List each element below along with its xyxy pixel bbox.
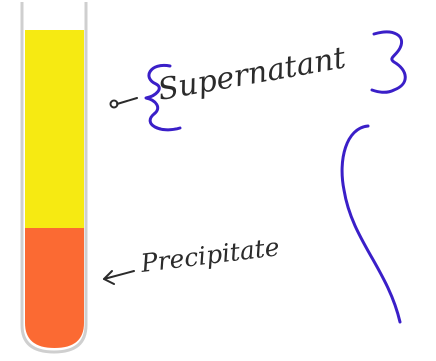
supernatant-pointer: [109, 97, 138, 109]
tube-empty-space: [24, 4, 84, 30]
precipitate-pointer: [103, 270, 135, 285]
precipitate-layer: [25, 228, 84, 348]
blue-right-brace: [370, 30, 407, 94]
precipitate-label: Precipitate: [138, 232, 281, 278]
blue-curve-stroke: [340, 124, 402, 324]
test-tube-glass: [20, 2, 88, 354]
supernatant-label: Supernatant: [155, 40, 349, 108]
supernatant-layer: [25, 30, 84, 228]
blue-left-brace: [144, 63, 182, 132]
